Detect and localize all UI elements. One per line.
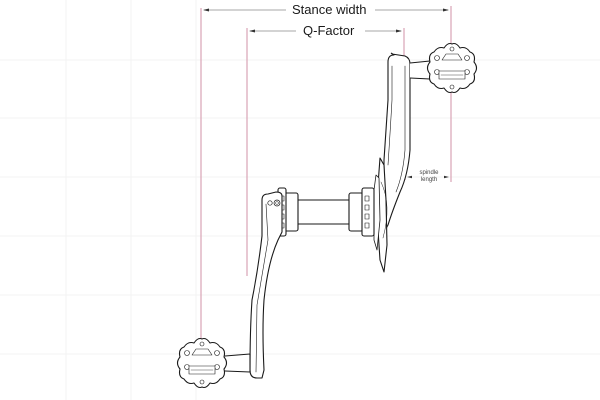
spindle-length-label-line1: spindle (419, 170, 439, 176)
arrow-icon (444, 175, 449, 179)
arrow-icon (396, 29, 402, 33)
dimension-lines (203, 8, 449, 179)
left-crank-arm (224, 191, 283, 379)
arrow-icon (249, 29, 255, 33)
arrow-icon (407, 175, 412, 179)
right-crank-arm (383, 52, 431, 233)
spindle-length-label-line2: length (420, 177, 438, 183)
right-pedal (426, 42, 478, 94)
stance-width-label: Stance width (289, 2, 370, 17)
crankset-drawing (176, 42, 478, 389)
chainring (373, 157, 388, 273)
left-pedal (176, 337, 228, 389)
bottom-bracket-spindle (277, 187, 375, 237)
arrow-icon (203, 8, 209, 12)
arrow-icon (443, 8, 449, 12)
q-factor-label: Q-Factor (300, 23, 358, 38)
spindle-length-label: spindle length (414, 170, 444, 184)
